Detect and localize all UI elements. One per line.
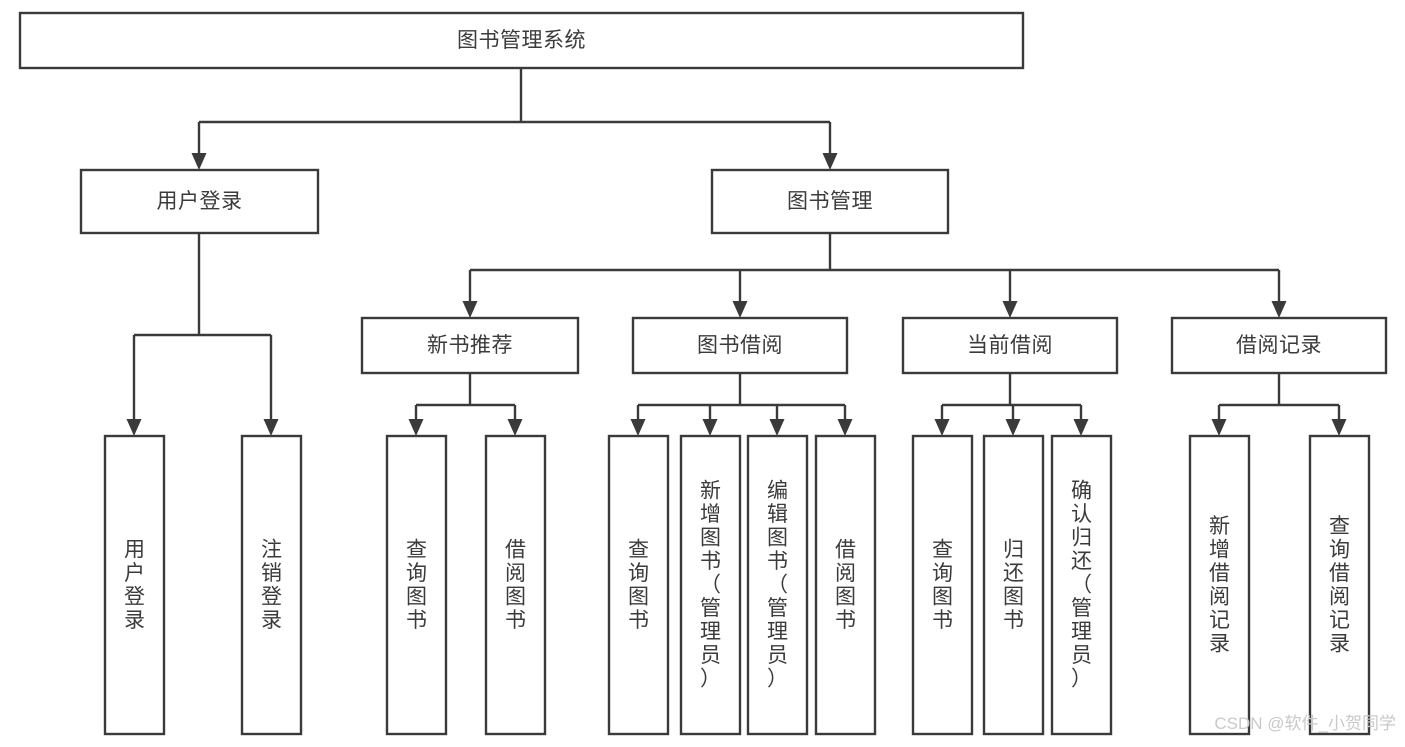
- node-leaf[interactable]: 归还图书: [982, 434, 1045, 736]
- node-box[interactable]: [484, 434, 547, 736]
- node-box[interactable]: [1170, 316, 1388, 375]
- node-box[interactable]: [18, 11, 1025, 70]
- arrow-head-icon: [769, 419, 785, 436]
- arrow-head-icon: [1002, 301, 1018, 318]
- node-box[interactable]: [746, 434, 809, 736]
- node-label: 新书推荐: [427, 334, 513, 357]
- arrow-head-icon: [462, 301, 478, 318]
- node-label: 确认归还（管理员）: [1071, 480, 1092, 691]
- node-label: 查询图书: [406, 538, 427, 632]
- node-label: 借阅记录: [1236, 334, 1322, 357]
- node-box[interactable]: [814, 434, 877, 736]
- node-box[interactable]: [385, 434, 448, 736]
- arrow-head-icon: [702, 419, 718, 436]
- node-leaf[interactable]: 查询借阅记录: [1308, 434, 1371, 736]
- arrow-head-icon: [1211, 419, 1227, 436]
- node-label: 查询借阅记录: [1329, 515, 1350, 656]
- node-root[interactable]: 图书管理系统: [18, 11, 1025, 70]
- node-label: 用户登录: [124, 538, 145, 632]
- node-label: 用户登录: [157, 190, 243, 213]
- node-label: 图书管理: [787, 190, 873, 213]
- node-box[interactable]: [631, 316, 849, 375]
- node-leaf[interactable]: 用户登录: [103, 434, 166, 736]
- node-leaf[interactable]: 新增借阅记录: [1188, 434, 1251, 736]
- arrow-head-icon: [837, 419, 853, 436]
- arrow-head-icon: [1331, 419, 1347, 436]
- node-box[interactable]: [103, 434, 166, 736]
- node-leaf[interactable]: 查询图书: [911, 434, 974, 736]
- node-box[interactable]: [982, 434, 1045, 736]
- node-label: 图书借阅: [697, 334, 783, 357]
- arrow-head-icon: [1271, 301, 1287, 318]
- node-box[interactable]: [1188, 434, 1251, 736]
- arrow-head-icon: [126, 419, 142, 436]
- arrow-head-icon: [191, 153, 207, 170]
- node-leaf[interactable]: 借阅图书: [814, 434, 877, 736]
- node-leaf[interactable]: 注销登录: [240, 434, 303, 736]
- node-box[interactable]: [901, 316, 1119, 375]
- arrow-head-icon: [408, 419, 424, 436]
- arrow-head-icon: [822, 153, 838, 170]
- arrow-head-icon: [1005, 419, 1021, 436]
- connectors-layer: [126, 68, 1347, 436]
- node-leaf[interactable]: 新增图书（管理员）: [679, 434, 742, 736]
- node-level3[interactable]: 借阅记录: [1170, 316, 1388, 375]
- node-label: 当前借阅: [967, 334, 1053, 357]
- node-leaf[interactable]: 查询图书: [607, 434, 670, 736]
- arrow-head-icon: [934, 419, 950, 436]
- arrow-head-icon: [732, 301, 748, 318]
- arrow-head-icon: [1073, 419, 1089, 436]
- node-level2[interactable]: 图书管理: [710, 168, 950, 235]
- arrow-head-icon: [507, 419, 523, 436]
- node-level2[interactable]: 用户登录: [79, 168, 320, 235]
- node-box[interactable]: [240, 434, 303, 736]
- node-box[interactable]: [710, 168, 950, 235]
- node-box[interactable]: [360, 316, 580, 375]
- node-box[interactable]: [1050, 434, 1113, 736]
- node-label: 图书管理系统: [457, 29, 586, 52]
- node-level3[interactable]: 新书推荐: [360, 316, 580, 375]
- node-leaf[interactable]: 借阅图书: [484, 434, 547, 736]
- node-label: 归还图书: [1003, 538, 1024, 632]
- node-box[interactable]: [911, 434, 974, 736]
- node-label: 借阅图书: [505, 538, 526, 632]
- node-leaf[interactable]: 查询图书: [385, 434, 448, 736]
- node-box[interactable]: [607, 434, 670, 736]
- node-box[interactable]: [79, 168, 320, 235]
- node-label: 新增图书（管理员）: [700, 480, 721, 691]
- nodes-layer: 图书管理系统用户登录图书管理新书推荐图书借阅当前借阅借阅记录用户登录注销登录查询…: [18, 11, 1388, 736]
- node-box[interactable]: [1308, 434, 1371, 736]
- node-box[interactable]: [679, 434, 742, 736]
- node-label: 新增借阅记录: [1209, 515, 1230, 656]
- csdn-watermark: CSDN @软件_小贺同学: [1214, 714, 1396, 733]
- node-leaf[interactable]: 确认归还（管理员）: [1050, 434, 1113, 736]
- node-leaf[interactable]: 编辑图书（管理员）: [746, 434, 809, 736]
- node-label: 查询图书: [932, 538, 953, 632]
- node-label: 编辑图书（管理员）: [767, 480, 788, 691]
- node-level3[interactable]: 当前借阅: [901, 316, 1119, 375]
- arrow-head-icon: [263, 419, 279, 436]
- node-label: 借阅图书: [835, 538, 856, 632]
- node-level3[interactable]: 图书借阅: [631, 316, 849, 375]
- node-label: 查询图书: [628, 538, 649, 632]
- node-label: 注销登录: [261, 538, 282, 632]
- arrow-head-icon: [630, 419, 646, 436]
